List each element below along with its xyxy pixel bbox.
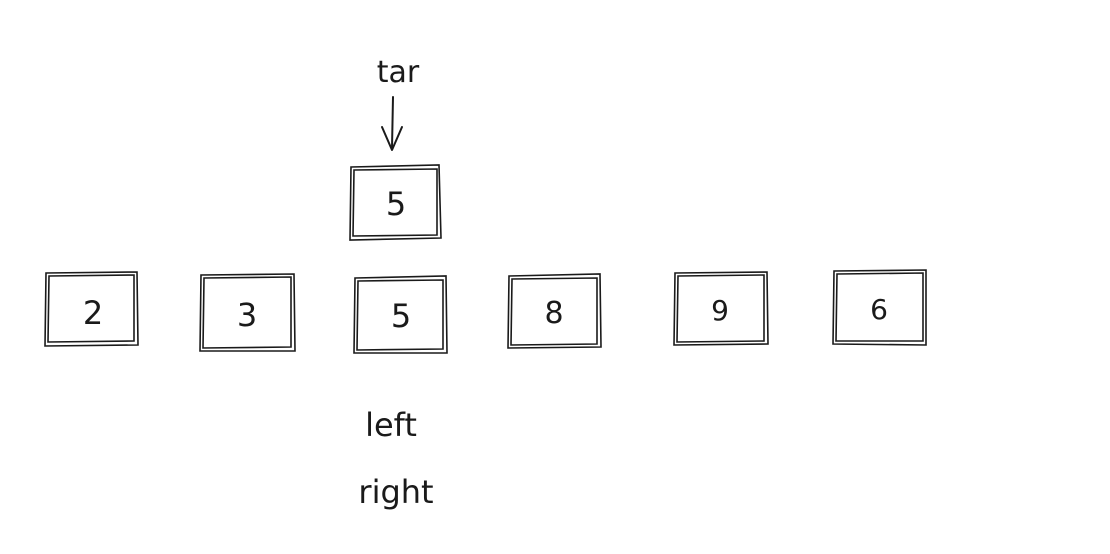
array-box-4: 9 — [673, 271, 769, 346]
left-pointer-label: left — [365, 406, 417, 444]
target-value: 5 — [386, 185, 406, 223]
array-value-2: 5 — [391, 297, 411, 335]
target-label: tar — [377, 55, 420, 90]
array-value-0: 2 — [83, 294, 103, 332]
array-box-0: 2 — [44, 271, 139, 347]
array-box-1: 3 — [199, 273, 296, 352]
target-box: 5 — [349, 164, 442, 241]
array-value-4: 9 — [711, 294, 729, 327]
array-box-3: 8 — [507, 273, 602, 349]
right-pointer-label: right — [358, 473, 433, 511]
array-value-3: 8 — [544, 296, 563, 331]
array-box-5: 6 — [832, 269, 927, 346]
array-value-5: 6 — [870, 293, 888, 326]
array-box-2: 5 — [353, 275, 448, 354]
array-value-1: 3 — [237, 296, 257, 334]
down-arrow-icon — [381, 96, 403, 151]
